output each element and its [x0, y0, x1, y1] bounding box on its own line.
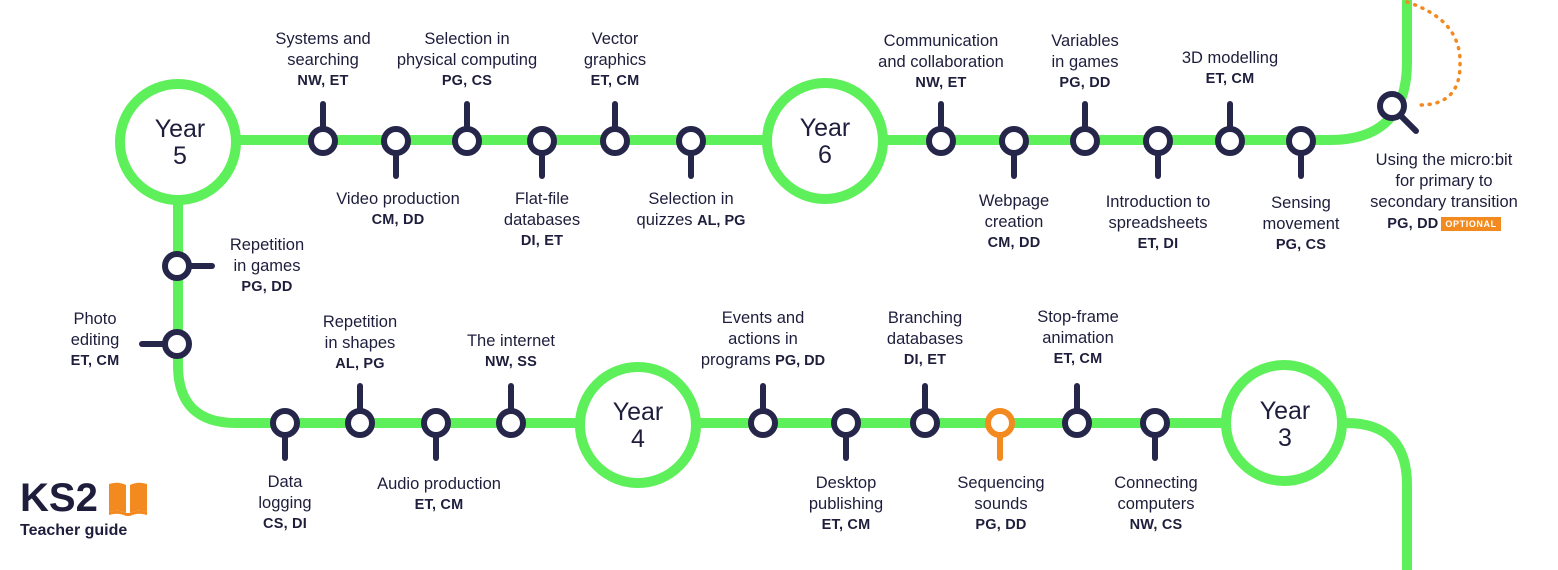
- station-stop-frame: [1062, 383, 1092, 438]
- station-events-actions: [748, 383, 778, 438]
- station-connecting-computers: [1140, 408, 1170, 461]
- year-4-circle: [575, 362, 701, 488]
- year-5-circle: [115, 79, 241, 205]
- station-selection-quizzes: [676, 126, 706, 179]
- station-sequencing-sounds: [985, 408, 1015, 461]
- station-webpage-creation: [999, 126, 1029, 179]
- station-audio-production: [421, 408, 451, 461]
- station-photo-editing: [139, 329, 192, 359]
- ks2-subtitle: Teacher guide: [20, 522, 128, 539]
- station-intro-spreadsheets: [1143, 126, 1173, 179]
- station-variables-games: [1070, 101, 1100, 156]
- station-the-internet: [496, 383, 526, 438]
- station-repetition-shapes: [345, 383, 375, 438]
- year-3-circle: [1221, 360, 1347, 486]
- station-branching-databases: [910, 383, 940, 438]
- station-desktop-publishing: [831, 408, 861, 461]
- station-sensing-movement: [1286, 126, 1316, 179]
- ks2-branding: KS2 Teacher guide: [20, 478, 150, 540]
- station-microbit-magnifier: [1377, 91, 1419, 134]
- station-selection-physical: [452, 101, 482, 156]
- station-repetition-games: [162, 251, 215, 281]
- station-data-logging: [270, 408, 300, 461]
- station-systems-searching: [308, 101, 338, 156]
- station-video-production: [381, 126, 411, 179]
- station-vector-graphics: [600, 101, 630, 156]
- station-communication: [926, 101, 956, 156]
- ks2-title: KS2: [20, 476, 98, 520]
- open-book-icon: [108, 482, 147, 516]
- unit-selection-quizzes: Selection in quizzes AL, PG: [636, 190, 746, 229]
- year-6-circle: [762, 78, 888, 204]
- station-3d-modelling: [1215, 101, 1245, 156]
- optional-badge: OPTIONAL: [1441, 216, 1501, 231]
- station-flat-file: [527, 126, 557, 179]
